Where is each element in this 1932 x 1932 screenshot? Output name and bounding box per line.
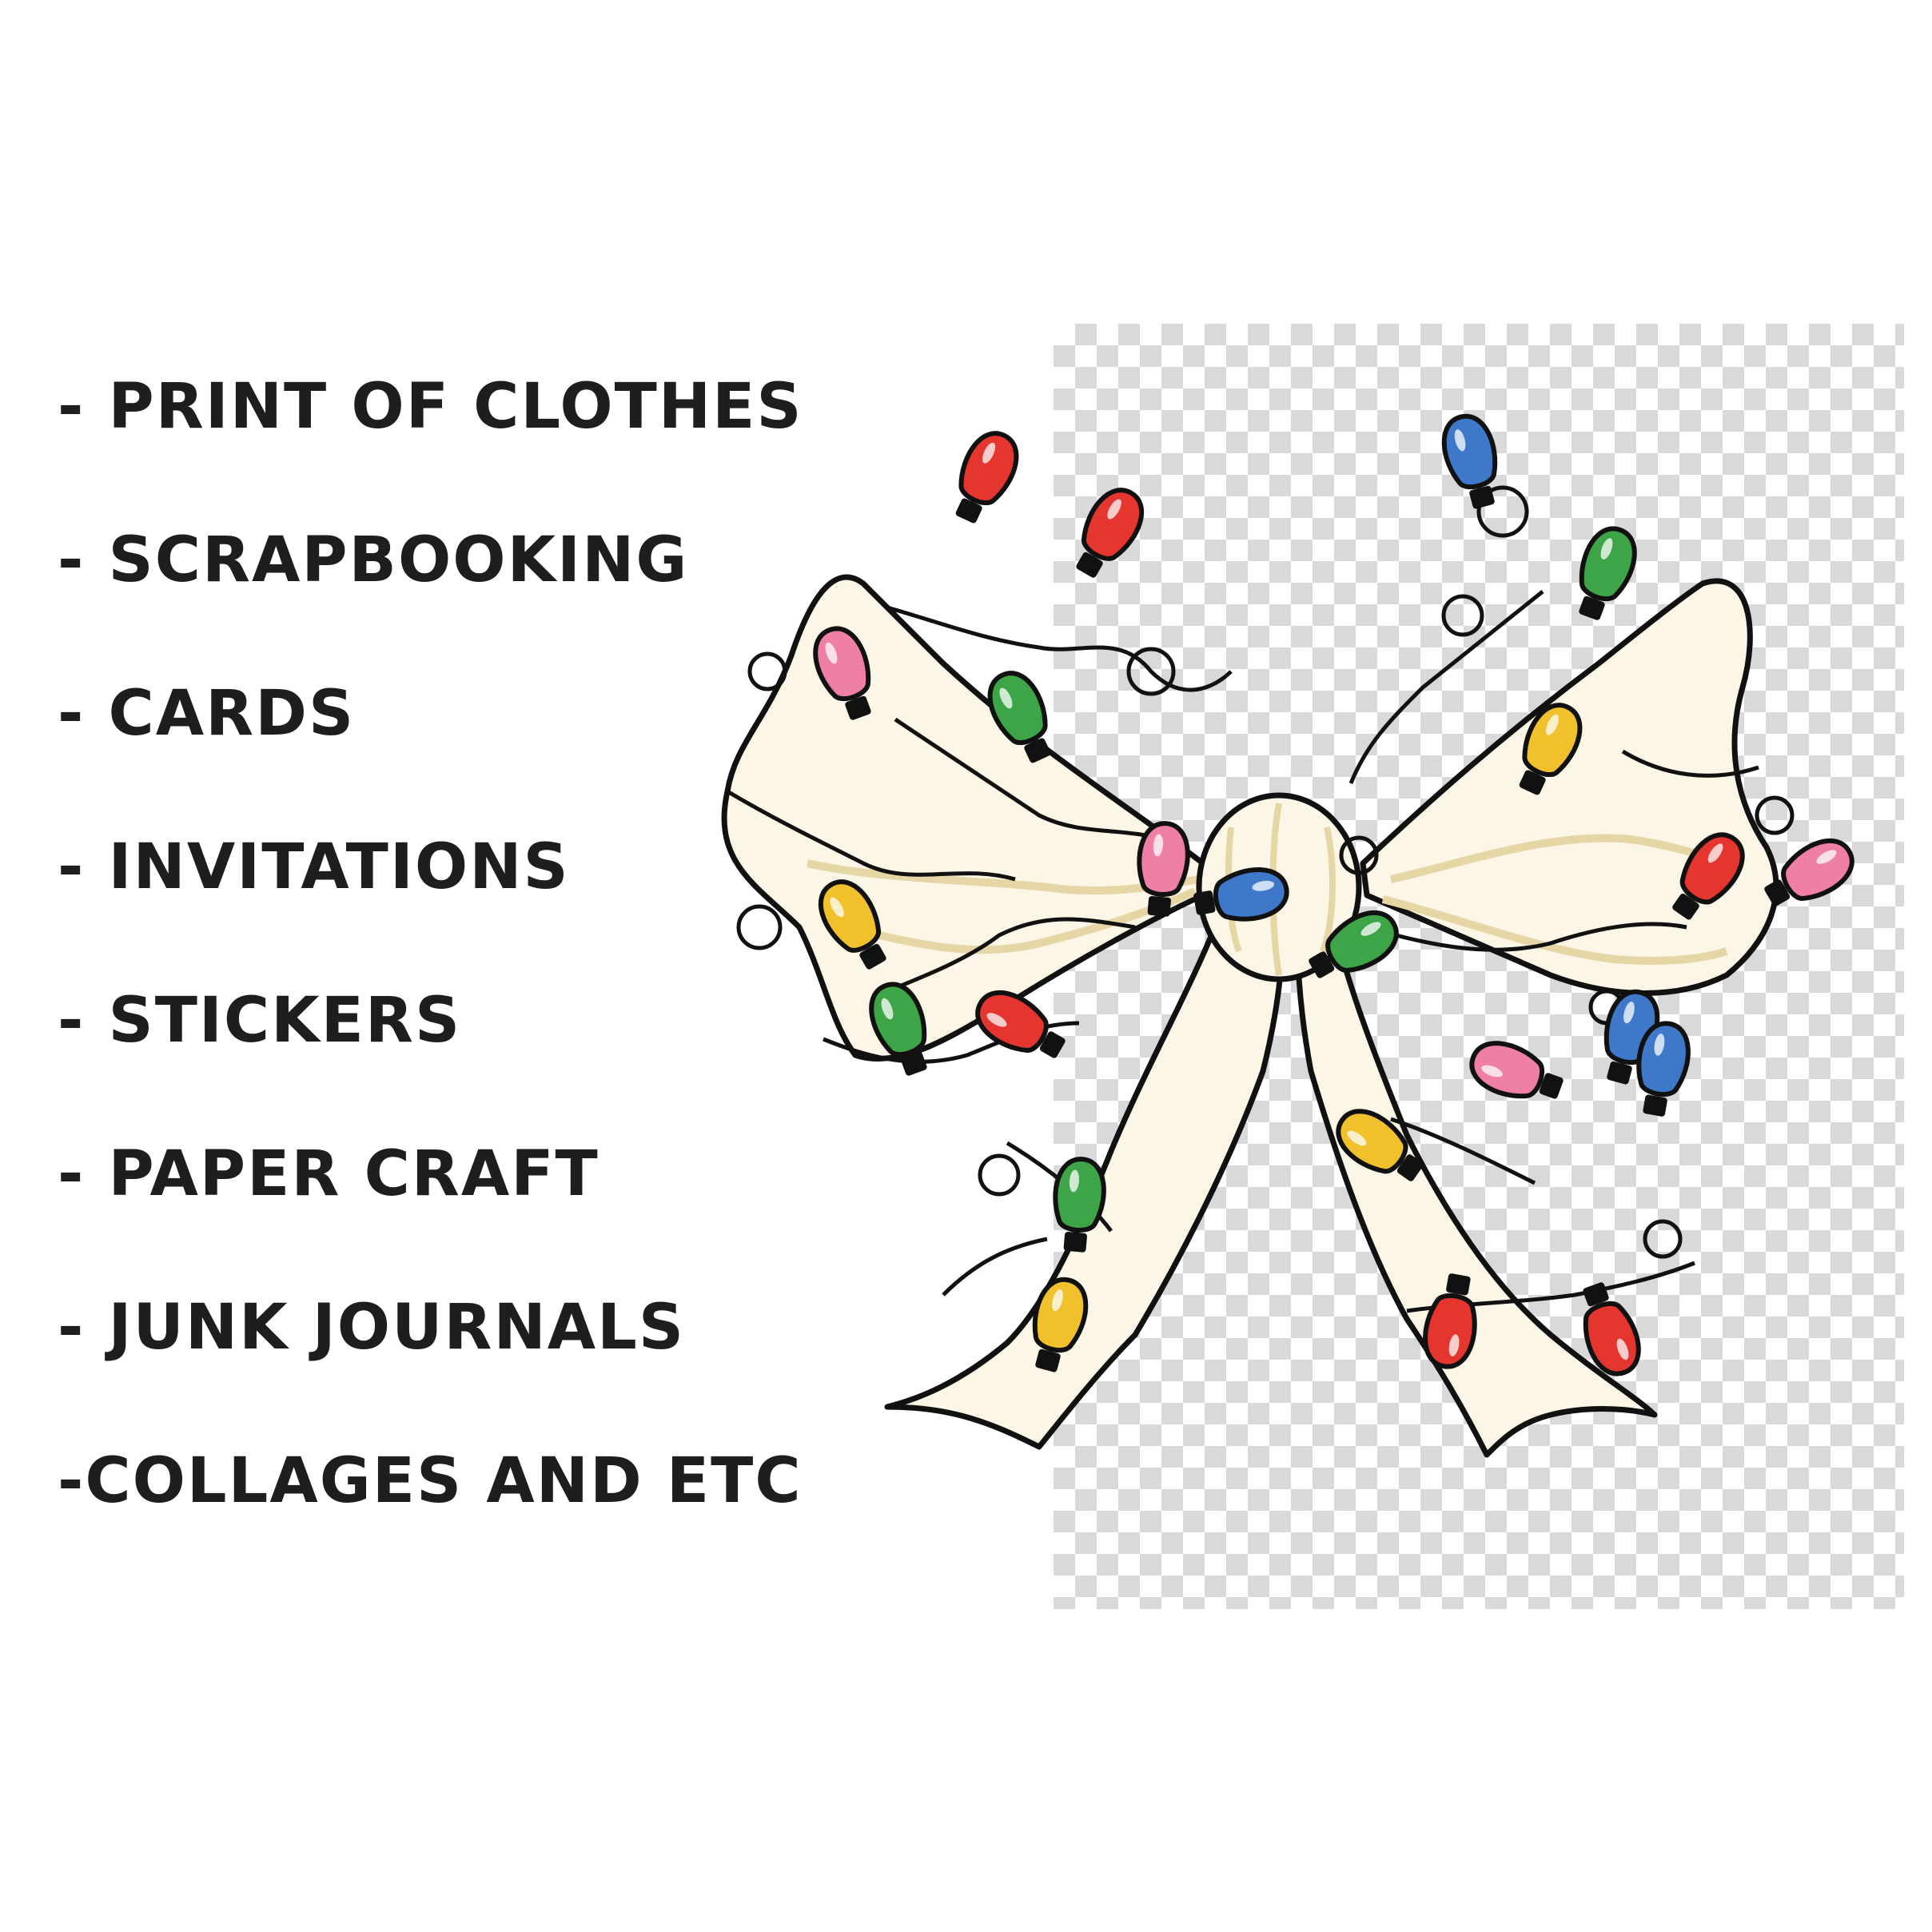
light-bulb-blue: [1441, 413, 1498, 509]
ribbon-left-loop: [721, 574, 1206, 1062]
light-bulb-green: [1309, 910, 1399, 978]
light-bulb-red: [1583, 1282, 1641, 1376]
light-bulb-green: [987, 671, 1051, 763]
use-item-invitations: - INVITATIONS: [58, 831, 570, 903]
bow-with-lights-illustration: [721, 413, 1854, 1458]
light-bulb-pink: [1137, 821, 1190, 917]
use-item-paper-craft: - PAPER CRAFT: [58, 1138, 600, 1210]
light-bulb-green: [1579, 526, 1637, 620]
light-bulb-yellow: [1519, 703, 1583, 795]
light-bulb-red: [975, 990, 1066, 1058]
light-string: [726, 485, 1795, 1313]
light-bulb-yellow: [1032, 1277, 1089, 1372]
use-item-cards: - CARDS: [58, 678, 356, 750]
uses-list: - PRINT OF CLOTHES - SCRAPBOOKING - CARD…: [58, 376, 803, 1603]
light-bulb-green: [1053, 1157, 1106, 1253]
light-bulb-red: [1423, 1273, 1477, 1369]
light-bulb-yellow: [818, 879, 886, 970]
bulbs: [813, 413, 1854, 1376]
light-bulb-yellow: [1336, 1109, 1424, 1181]
light-bulb-blue: [1636, 1021, 1691, 1117]
use-item-scrapbooking: - SCRAPBOOKING: [58, 524, 689, 596]
ribbon-left-tail: [884, 892, 1285, 1450]
transparency-checkerboard: [1054, 324, 1904, 1609]
light-bulb-red: [1672, 832, 1745, 920]
light-bulb-pink: [1469, 1041, 1564, 1099]
light-bulb-pink: [1764, 838, 1854, 906]
use-item-print-of-clothes: - PRINT OF CLOTHES: [58, 371, 803, 443]
light-bulb-red: [955, 431, 1019, 524]
ribbon-right-loop: [1360, 578, 1779, 996]
use-item-collages: -COLLAGES AND ETC: [58, 1445, 803, 1517]
light-bulb-pink: [813, 626, 871, 720]
use-item-stickers: - STICKERS: [58, 985, 462, 1057]
light-bulb-green: [869, 982, 927, 1076]
light-bulb-red: [1076, 488, 1145, 578]
light-bulb-blue: [1193, 867, 1289, 922]
use-item-junk-journals: - JUNK JOURNALS: [58, 1292, 686, 1364]
